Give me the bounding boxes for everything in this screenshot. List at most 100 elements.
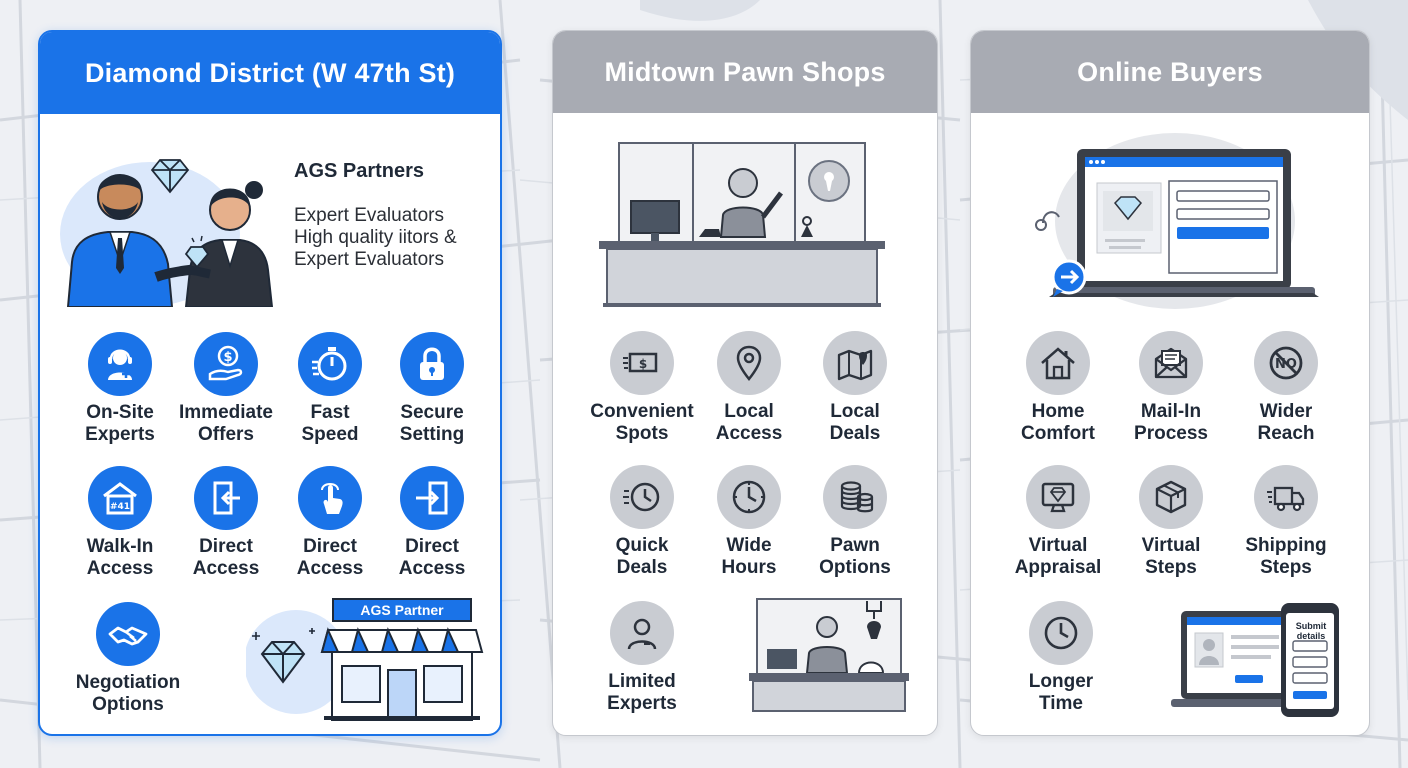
phone-text-line: details xyxy=(1296,631,1326,641)
phone-text-line: Submit xyxy=(1295,621,1327,631)
feature-label: Quick xyxy=(615,535,669,556)
clerk-icon xyxy=(610,601,674,665)
door-exit-icon xyxy=(194,466,258,530)
laptop-listing-illustration xyxy=(1035,133,1319,309)
feature-pawn-options: Pawn Options xyxy=(795,465,915,579)
partner-line: Expert Evaluators xyxy=(294,249,444,270)
clock-fast-icon xyxy=(610,465,674,529)
feature-immediate-offers: $ Immediate Offers xyxy=(170,332,282,446)
feature-label: On-Site xyxy=(86,402,154,423)
feature-label: Virtual xyxy=(1141,535,1201,556)
no-sign-icon: NO xyxy=(1254,331,1318,395)
feature-label: Walk-In xyxy=(86,536,154,557)
feature-virtual-appraisal: Virtual Appraisal xyxy=(998,465,1118,579)
feature-wide-hours: Wide Hours xyxy=(689,465,809,579)
feature-label: Hours xyxy=(721,557,777,578)
touch-icon xyxy=(298,466,362,530)
feature-label: Steps xyxy=(1145,557,1197,578)
feature-shipping-steps: Shipping Steps xyxy=(1226,465,1346,579)
feature-local-deals: Local Deals xyxy=(795,331,915,445)
cash-icon: $ xyxy=(610,331,674,395)
feature-label: Convenient xyxy=(590,401,694,422)
feature-label: Process xyxy=(1134,423,1208,444)
feature-label: Mail-In xyxy=(1140,401,1202,422)
feature-label: Access xyxy=(86,558,154,579)
feature-label: Access xyxy=(715,423,783,444)
feature-label: Direct xyxy=(405,536,459,557)
midtown-pawn-shops-card: Midtown Pawn Shops $ Convenient Spots Lo… xyxy=(552,30,938,736)
feature-direct-access: Direct Access xyxy=(376,466,488,580)
feature-limited-experts: Limited Experts xyxy=(582,601,702,715)
feature-label: Appraisal xyxy=(1014,557,1102,578)
feature-label: Wide xyxy=(726,535,772,556)
card-title: Midtown Pawn Shops xyxy=(553,31,937,113)
diamond-district-card: Diamond District (W 47th St) AGS Partner… xyxy=(38,30,502,736)
stopwatch-icon xyxy=(298,332,362,396)
feature-label: Pawn xyxy=(830,535,880,556)
feature-label: Offers xyxy=(198,424,254,445)
feature-label: Negotiation xyxy=(75,672,181,693)
feature-label: Steps xyxy=(1260,557,1312,578)
feature-label: Deals xyxy=(616,557,668,578)
svg-text:$: $ xyxy=(223,350,232,365)
feature-label: Home xyxy=(1031,401,1085,422)
feature-label: Fast xyxy=(310,402,350,423)
feature-direct-access: Direct Access xyxy=(274,466,386,580)
feature-label: Wider xyxy=(1259,401,1313,422)
clock-icon xyxy=(1029,601,1093,665)
feature-label: Setting xyxy=(399,424,465,445)
laptop-phone-illustration xyxy=(1171,603,1339,717)
feature-direct-access: Direct Access xyxy=(170,466,282,580)
feature-label: Virtual xyxy=(1028,535,1088,556)
lock-icon xyxy=(400,332,464,396)
feature-fast-speed: Fast Speed xyxy=(274,332,386,446)
pawn-counter-illustration xyxy=(599,142,885,307)
feature-home-comfort: Home Comfort xyxy=(998,331,1118,445)
clock-icon xyxy=(717,465,781,529)
feature-label: Direct xyxy=(199,536,253,557)
feature-label: Deals xyxy=(829,423,881,444)
feature-label: Longer xyxy=(1028,671,1094,692)
feature-label: Access xyxy=(296,558,364,579)
store-sign: AGS Partner xyxy=(332,598,472,622)
feature-virtual-steps: Virtual Steps xyxy=(1111,465,1231,579)
feature-label: Direct xyxy=(303,536,357,557)
package-icon xyxy=(1139,465,1203,529)
feature-label: Spots xyxy=(615,423,669,444)
card-title: Diamond District (W 47th St) xyxy=(40,32,500,114)
coins-icon xyxy=(823,465,887,529)
feature-walk-in-access: #41 Walk-In Access xyxy=(64,466,176,580)
feature-on-site-experts: On-Site Experts xyxy=(64,332,176,446)
feature-secure-setting: Secure Setting xyxy=(376,332,488,446)
handshake-icon xyxy=(96,602,160,666)
map-icon xyxy=(823,331,887,395)
storefront-icon: #41 xyxy=(88,466,152,530)
feature-label: Local xyxy=(724,401,774,422)
money-hand-icon: $ xyxy=(194,332,258,396)
support-agent-icon xyxy=(88,332,152,396)
feature-mail-in-process: Mail-In Process xyxy=(1111,331,1231,445)
feature-label: Time xyxy=(1038,693,1083,714)
feature-local-access: Local Access xyxy=(689,331,809,445)
feature-label: Reach xyxy=(1257,423,1315,444)
feature-wider-reach: NO Wider Reach xyxy=(1226,331,1346,445)
card-title: Online Buyers xyxy=(971,31,1369,113)
pawn-window-illustration xyxy=(749,598,909,712)
door-enter-icon xyxy=(400,466,464,530)
feature-label: Access xyxy=(192,558,260,579)
partner-line: Expert Evaluators xyxy=(294,205,444,226)
feature-label: Speed xyxy=(301,424,359,445)
phone-submit-text: Submit details xyxy=(1289,621,1333,641)
feature-longer-time: Longer Time xyxy=(1001,601,1121,715)
truck-icon xyxy=(1254,465,1318,529)
location-pin-icon xyxy=(717,331,781,395)
partner-title: AGS Partners xyxy=(294,160,425,182)
partner-info: AGS Partners Expert Evaluators High qual… xyxy=(294,160,494,271)
partner-line: High quality iitors & xyxy=(294,227,457,248)
online-buyers-card: Online Buyers Home Comfort Mail-In xyxy=(970,30,1370,736)
feature-negotiation-options: Negotiation Options xyxy=(66,602,190,716)
feature-label: Shipping xyxy=(1245,535,1327,556)
monitor-diamond-icon xyxy=(1026,465,1090,529)
expert-evaluators-illustration xyxy=(60,159,274,307)
feature-label: Options xyxy=(819,557,891,578)
